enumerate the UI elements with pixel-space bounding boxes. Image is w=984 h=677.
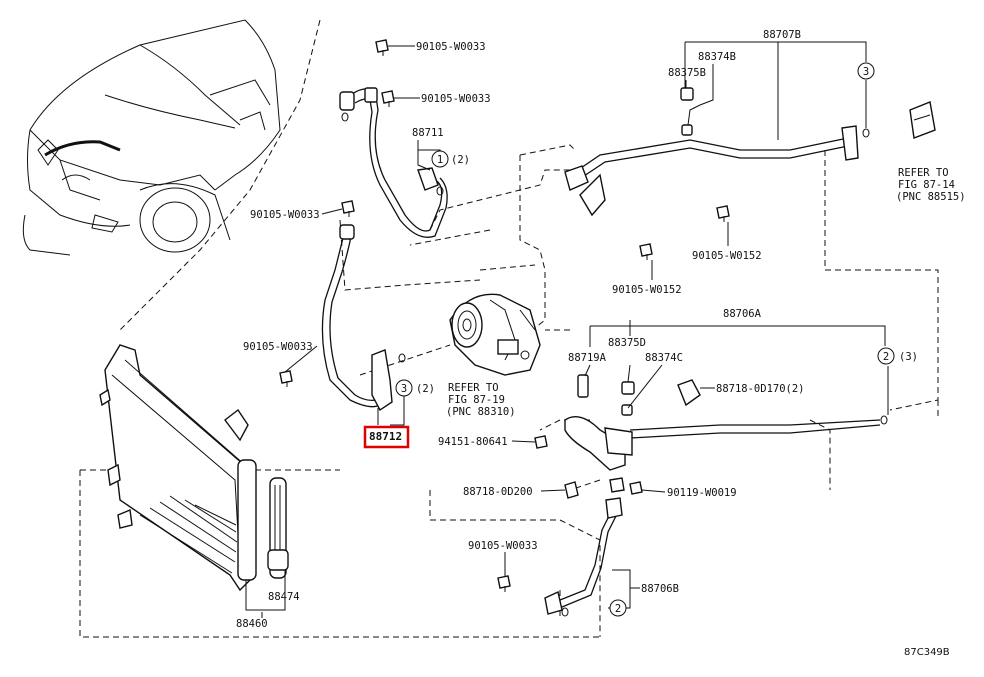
- bolt-icon: [716, 205, 730, 222]
- refer-note: REFER TO: [448, 382, 499, 394]
- refer-note: (PNC 88515): [896, 191, 966, 203]
- bolt-label: 90105-W0033: [416, 41, 486, 53]
- bolt-icon: [381, 90, 395, 107]
- part-number-88374b: 88374B: [698, 51, 736, 63]
- part-number-88474: 88474: [268, 591, 300, 603]
- refer-note: (PNC 88310): [446, 406, 516, 418]
- callout-number: 2: [883, 351, 889, 363]
- part-number-88711: 88711: [412, 127, 444, 139]
- bolt-label: 90105-W0033: [468, 540, 538, 552]
- nut-label: 94151-80641: [438, 436, 508, 448]
- bolt-icon: [375, 39, 389, 56]
- compressor: [449, 293, 541, 376]
- refer-note: REFER TO: [898, 167, 949, 179]
- condenser-fins: [139, 495, 238, 574]
- bolt-icon: [279, 370, 293, 387]
- part-number-88375d: 88375D: [608, 337, 646, 349]
- leader-lines: [245, 41, 889, 618]
- part-number-88460: 88460: [236, 618, 268, 630]
- bolt-icon: [341, 200, 355, 217]
- nut-icon: [534, 435, 548, 449]
- part-number-88375b: 88375B: [668, 67, 706, 79]
- quantity-label: (3): [899, 351, 918, 363]
- callout-number: 1: [437, 154, 443, 166]
- tube-88706b: [544, 477, 625, 617]
- callout-number: 3: [863, 66, 869, 78]
- callout-5: 2: [609, 599, 627, 617]
- bolt-icon: [629, 481, 643, 495]
- bolt-label: 90105-W0033: [421, 93, 491, 105]
- callout-4: 2: [877, 347, 895, 365]
- bolt-label: 90105-W0033: [250, 209, 320, 221]
- part-number-88706b: 88706B: [641, 583, 679, 595]
- part-number-88712: 88712: [369, 430, 402, 443]
- highlight-box: [363, 425, 410, 449]
- callout-number: 3: [401, 383, 407, 395]
- part-number-88374c: 88374C: [645, 352, 683, 364]
- tube-88706a: [564, 374, 888, 471]
- part-number-88707b: 88707B: [763, 29, 801, 41]
- bolt-label: 90119-W0019: [667, 487, 737, 499]
- bolt-label: 90105-W0152: [692, 250, 762, 262]
- condenser-assembly: [99, 344, 289, 592]
- bolts: [279, 39, 730, 592]
- quantity-label: (2): [451, 154, 470, 166]
- quantity-label: (2): [416, 383, 435, 395]
- bolt-icon: [639, 243, 653, 260]
- callout-2: 3: [395, 379, 413, 397]
- clamp-label: 88718-0D170(2): [716, 383, 805, 395]
- hose-88712: [321, 224, 406, 412]
- bolt-label: 90105-W0033: [243, 341, 313, 353]
- callout-circles: 1 3 3 2 2: [395, 62, 895, 617]
- bolt-label: 90105-W0152: [612, 284, 682, 296]
- part-number-88706a: 88706A: [723, 308, 762, 320]
- figure-code: 87C349B: [904, 647, 950, 658]
- hose-88711: [339, 87, 448, 238]
- refer-note: FIG 87-19: [448, 394, 505, 406]
- clamp-label: 88718-0D200: [463, 486, 533, 498]
- callout-1: 1: [431, 150, 449, 168]
- refer-note: FIG 87-14: [898, 179, 955, 191]
- part-labels: 90105-W0033 90105-W0033 88711 (2) 90105-…: [236, 29, 966, 658]
- callout-number: 2: [615, 603, 621, 615]
- vehicle-illustration: [22, 19, 281, 256]
- bolt-icon: [497, 575, 511, 592]
- tube-88707b: [564, 87, 936, 217]
- part-number-88719a: 88719A: [568, 352, 607, 364]
- callout-3: 3: [857, 62, 875, 80]
